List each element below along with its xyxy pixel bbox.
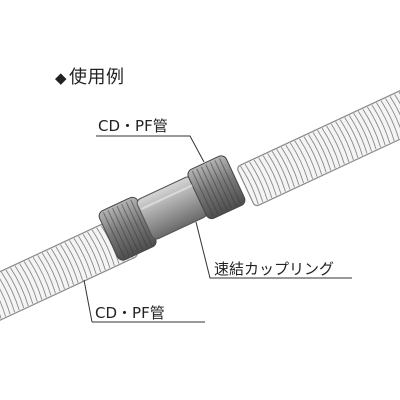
pipe-rib: [19, 263, 38, 302]
coupling: [98, 155, 246, 261]
pipe-rib: [271, 151, 291, 190]
label-pipe-bottom: CD・PF管: [95, 304, 165, 322]
pipe-rib: [299, 138, 318, 177]
nut-groove: [107, 210, 130, 256]
pipe-rib: [64, 242, 84, 281]
pipe-rib: [353, 113, 372, 152]
pipe-rib: [55, 246, 75, 285]
leader-line-pipe-top: [96, 135, 205, 163]
pipe-rib: [262, 155, 282, 194]
nut-groove: [125, 201, 148, 248]
pipe-rib: [249, 161, 268, 201]
nut-groove: [116, 205, 139, 252]
nut-groove: [130, 199, 153, 246]
nut-groove: [214, 160, 237, 206]
pipe-rib: [308, 134, 327, 173]
nut-groove: [196, 168, 219, 215]
pipe-rib: [280, 146, 300, 186]
page-title: ◆使用例: [55, 63, 125, 89]
pipe-rib: [244, 163, 264, 203]
pipe-rib: [0, 276, 11, 315]
pipe-rib: [367, 106, 386, 146]
pipe-rib: [240, 165, 259, 205]
pipe-rib: [289, 142, 309, 182]
pipe-rib: [380, 100, 400, 139]
pipe-rib: [78, 235, 97, 275]
pipe-rib: [303, 136, 323, 175]
pipe-rib: [294, 140, 314, 180]
label-coupling: 速結カップリング: [214, 260, 335, 278]
pipe-rib: [1, 271, 20, 311]
pipe-rib: [46, 250, 65, 290]
diamond-icon: ◆: [55, 69, 68, 87]
nut-groove: [102, 212, 126, 258]
pipe-rib: [339, 119, 359, 158]
pipe-rib: [276, 149, 295, 188]
pipe-rib: [348, 115, 368, 154]
upper-pipe-body: [237, 78, 400, 207]
leader-line-coupling: [195, 221, 352, 279]
pipe-rib: [371, 104, 391, 144]
label-pipe-top: CD・PF管: [98, 117, 168, 135]
nut-groove: [191, 170, 214, 217]
nut-groove: [200, 166, 223, 213]
pipe-rib: [321, 127, 341, 167]
upper-pipe: [237, 78, 400, 207]
page-title-text: 使用例: [69, 67, 125, 88]
upper-pipe-ribs: [240, 91, 400, 205]
pipe-rib: [5, 269, 25, 309]
pipe-rib: [37, 254, 56, 294]
pipe-rib: [0, 278, 7, 317]
pipe-rib: [69, 240, 88, 279]
pipe-rib: [330, 123, 350, 163]
nut-groove: [205, 164, 228, 211]
leader-line-pipe-bottom: [83, 279, 205, 323]
pipe-rib: [285, 144, 304, 184]
pipe-rib: [41, 252, 61, 292]
nut-groove: [121, 203, 144, 250]
pipe-rib: [23, 261, 43, 300]
coupling-grooves: [102, 158, 242, 258]
nut-groove: [209, 162, 232, 209]
pipe-rib: [28, 259, 47, 298]
pipe-rib: [389, 96, 400, 135]
pipe-rib: [91, 229, 111, 269]
pipe-rib: [82, 233, 102, 273]
pipe-rib: [87, 231, 106, 271]
pipe-rib: [362, 108, 382, 148]
coupling-highlight: [141, 184, 193, 210]
nut-groove: [218, 158, 242, 204]
pipe-rib: [73, 238, 93, 277]
pipe-rib: [312, 132, 332, 171]
pipe-rib: [14, 265, 34, 304]
pipe-rib: [0, 273, 16, 313]
pipe-rib: [258, 157, 277, 196]
pipe-rib: [267, 153, 286, 192]
pipe-rib: [32, 257, 52, 296]
pipe-rib: [50, 248, 70, 288]
pipe-rib: [376, 102, 395, 141]
pipe-rib: [326, 125, 345, 165]
pipe-rib: [96, 227, 115, 266]
nut-groove: [112, 207, 135, 254]
pipe-rib: [317, 130, 336, 169]
pipe-rib: [344, 117, 363, 156]
pipe-rib: [59, 244, 79, 283]
pipe-rib: [253, 159, 273, 199]
pipe-rib: [385, 98, 400, 137]
pipe-rib: [394, 94, 400, 133]
pipe-rib: [335, 121, 354, 161]
pipe-rib: [10, 267, 29, 307]
pipe-rib: [357, 110, 377, 150]
